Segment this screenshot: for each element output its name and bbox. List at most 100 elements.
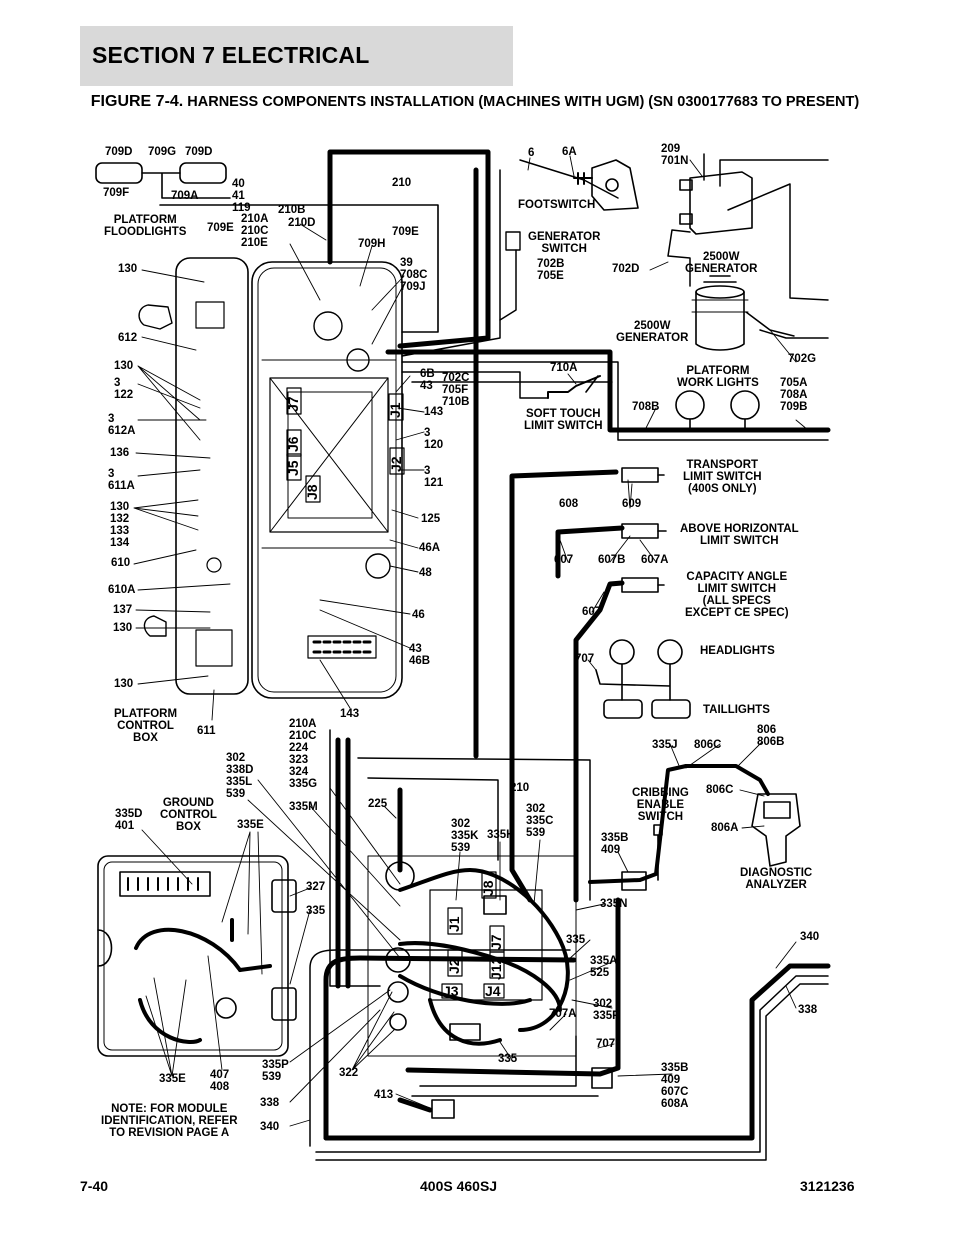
callout-label: 136	[110, 447, 130, 459]
callout-label: 46	[412, 609, 425, 621]
callout-label: TAILLIGHTS	[703, 704, 770, 716]
callout-label: 709D	[185, 146, 213, 158]
callout-label: DIAGNOSTIC ANALYZER	[740, 867, 813, 891]
callout-label: TRANSPORT LIMIT SWITCH (400S ONLY)	[683, 459, 762, 495]
callout-label: 340	[260, 1121, 280, 1133]
callout-label: 335N	[600, 898, 628, 910]
callout-label: 3 121	[424, 465, 444, 489]
callout-label: 608	[559, 498, 579, 510]
callout-label: 710A	[550, 362, 578, 374]
callout-label: 46A	[419, 542, 441, 554]
callout-label: CAPACITY ANGLE LIMIT SWITCH (ALL SPECS E…	[685, 571, 789, 619]
model-name: 400S 460SJ	[420, 1178, 498, 1194]
callout-label: 302 338D 335L 539	[226, 752, 254, 800]
callout-label: 143	[340, 708, 360, 720]
callout-label: 413	[374, 1089, 394, 1101]
callout-label: 335	[306, 905, 326, 917]
callout-label: 707A	[549, 1008, 577, 1020]
callout-label: 335B 409	[601, 832, 629, 856]
callout-label: 707	[596, 1038, 616, 1050]
section-title: SECTION 7 ELECTRICAL	[92, 42, 370, 68]
callout-label: 702C 705F 710B	[442, 372, 470, 408]
callout-label: 335E	[159, 1073, 186, 1085]
callout-label: 210B	[278, 204, 306, 216]
callout-label: 322	[339, 1067, 359, 1079]
callout-label: 612	[118, 332, 138, 344]
callout-label: 338	[260, 1097, 280, 1109]
callout-label: 6B 43	[420, 368, 435, 392]
callout-label: 610A	[108, 584, 136, 596]
callout-label: 702G	[788, 353, 817, 365]
callout-label: 806C	[694, 739, 722, 751]
callout-label: 607B	[598, 554, 626, 566]
callout-label: 210A 210C 224 323 324 335G	[289, 718, 318, 790]
callout-label: 705A 708A 709B	[780, 377, 808, 413]
callout-label: 335A 525	[590, 955, 618, 979]
jack-j2-upper: J2	[388, 456, 404, 472]
jack-j3: J3	[443, 983, 459, 999]
callout-label: 709E	[207, 222, 234, 234]
callout-label: 302 335F	[593, 998, 620, 1022]
callout-label: 130	[114, 360, 134, 372]
taillights	[603, 699, 691, 719]
callout-label: 709D	[105, 146, 133, 158]
jack-j5-upper: J5	[285, 460, 301, 476]
callout-label: 130 132 133 134	[110, 501, 130, 549]
callout-label: 335P 539	[262, 1059, 289, 1083]
callout-label: 210	[392, 177, 412, 189]
ground-control-box	[97, 855, 297, 1057]
callout-label: 137	[113, 604, 133, 616]
callout-label: 335	[566, 934, 586, 946]
callout-label: 709H	[358, 238, 386, 250]
callout-label: PLATFORM WORK LIGHTS	[677, 365, 759, 389]
section-header-bar	[80, 26, 513, 86]
callout-label: 407 408	[210, 1069, 230, 1093]
jack-j8-lower: J8	[480, 880, 496, 896]
callout-label: CRIBBING ENABLE SWITCH	[632, 787, 689, 823]
lower-harness-outline	[309, 729, 829, 1161]
callout-label: SOFT TOUCH LIMIT SWITCH	[524, 408, 603, 432]
jack-j8-upper: J8	[304, 484, 320, 500]
lower-harness	[323, 787, 831, 1141]
callout-label: 302 335K 539	[451, 818, 479, 854]
callout-label: 130	[118, 263, 138, 275]
footswitch	[573, 159, 639, 211]
figure-title: FIGURE 7-4. HARNESS COMPONENTS INSTALLAT…	[80, 92, 870, 112]
platform-control-box	[138, 257, 403, 699]
leader-lines	[133, 155, 809, 1127]
callout-label: GROUND CONTROL BOX	[160, 797, 217, 833]
jack-j4: J4	[485, 983, 501, 999]
headlights	[595, 639, 683, 701]
callout-label: 611	[197, 725, 216, 737]
callout-label: 609	[622, 498, 642, 510]
callout-label: 2500W GENERATOR	[685, 251, 758, 275]
callout-label: 210A 210C 210E	[241, 213, 269, 249]
callout-label: PLATFORM FLOODLIGHTS	[104, 214, 187, 238]
page-number: 7-40	[80, 1178, 109, 1194]
callout-label: 125	[421, 513, 441, 525]
jack-j7-lower: J7	[488, 934, 504, 950]
jack-j6-upper: J6	[285, 436, 301, 452]
callout-label: 209 701N	[661, 143, 689, 167]
callout-label: 210	[510, 782, 530, 794]
callout-label: 40 41 119	[232, 178, 251, 214]
jack-j2-lower: J2	[446, 958, 462, 974]
callout-label: 607	[582, 606, 602, 618]
callout-label: 607	[554, 554, 574, 566]
callout-label: 707	[575, 653, 595, 665]
callout-label: NOTE: FOR MODULE IDENTIFICATION, REFER T…	[101, 1103, 238, 1139]
callout-label: 335J	[652, 739, 678, 751]
callout-label: 702D	[612, 263, 640, 275]
callout-label: 338	[798, 1004, 818, 1016]
diagnostic-analyzer	[588, 764, 801, 884]
document-number: 3121236	[800, 1178, 855, 1194]
callout-label: 2500W GENERATOR	[616, 320, 689, 344]
callout-label: 302 335C 539	[526, 803, 554, 839]
callout-label: 130	[113, 622, 133, 634]
callout-label: HEADLIGHTS	[700, 645, 775, 657]
figure-number: FIGURE 7-4.	[90, 93, 184, 110]
figure-caption: HARNESS COMPONENTS INSTALLATION (MACHINE…	[187, 94, 860, 110]
callout-label: 335H	[487, 829, 515, 841]
upper-harness-outline	[401, 153, 829, 441]
callout-label: 709A	[171, 190, 199, 202]
